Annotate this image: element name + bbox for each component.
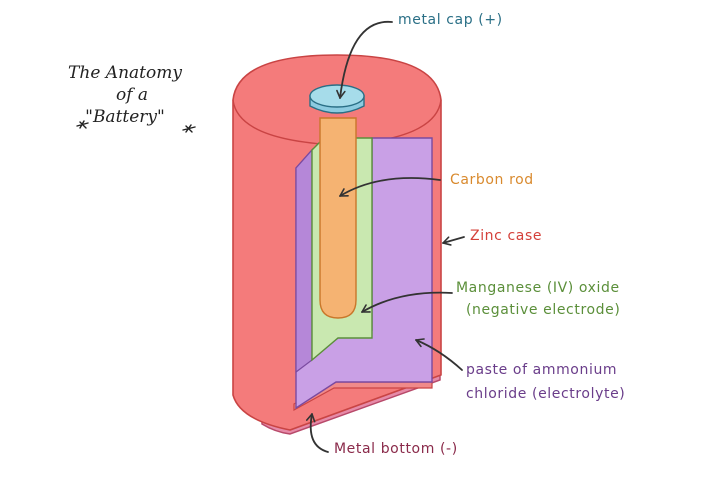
label-zinc-case: Zinc case [470,228,543,244]
title-sparkles [76,120,196,133]
title-line-2: of a [115,85,149,105]
label-manganese-line-1: Manganese (IV) oxide [456,280,620,296]
title-line-3: "Battery" [85,107,165,127]
label-paste-line-1: paste of ammonium [466,362,618,378]
label-manganese-line-2: (negative electrode) [466,302,621,318]
metal-cap-top [309,84,365,108]
label-metal-cap: metal cap (+) [398,12,503,28]
arrow-manganese [361,291,453,313]
label-metal-bottom: Metal bottom (-) [334,441,458,457]
arrow-zinc-case [442,236,465,246]
arrow-carbon-rod [339,177,441,197]
carbon-rod-shape [319,117,357,319]
arrow-paste [415,338,463,371]
title-line-1: The Anatomy [68,63,182,83]
label-carbon-rod: Carbon rod [450,172,534,188]
arrow-metal-cap [336,21,393,99]
label-paste-line-2: chloride (electrolyte) [466,386,626,402]
diagram-title: The Anatomy of a "Battery" [50,62,200,128]
electrolyte-side-face [295,148,313,374]
arrow-metal-bottom [305,413,329,453]
